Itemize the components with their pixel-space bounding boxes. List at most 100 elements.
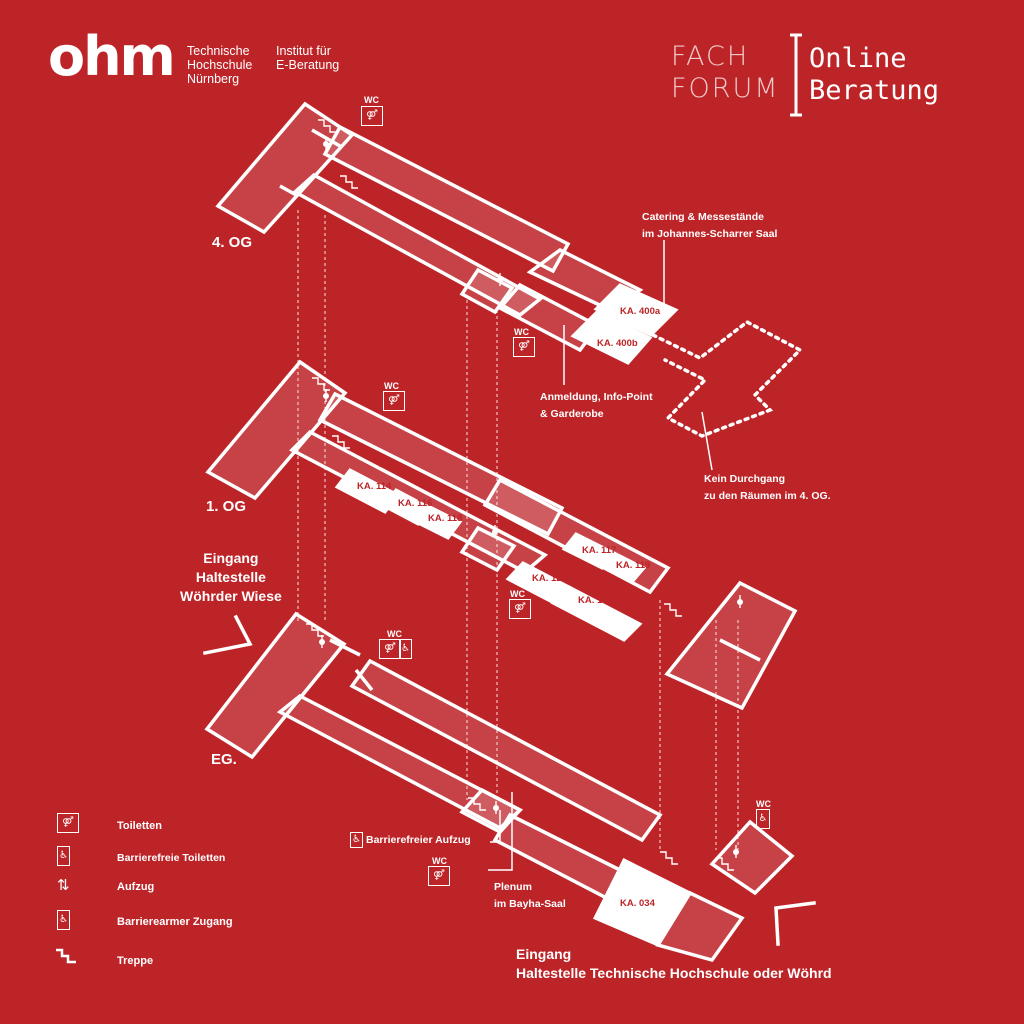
room-ka-400a — [593, 283, 679, 337]
room-ka-118 — [413, 504, 463, 540]
stairs-icon — [56, 948, 76, 964]
university-line-3: Nürnberg — [187, 72, 240, 86]
toilets-icon: ⚤ — [513, 337, 535, 357]
event-bracket-icon — [790, 33, 802, 117]
label-ka-034: KA. 034 — [620, 898, 656, 909]
vertical-connectors — [297, 210, 739, 850]
elevator-icon: ⇅ — [57, 877, 70, 894]
callout-catering-line2: im Johannes-Scharrer Saal — [642, 228, 778, 240]
floor-4og-plan: KA. 400a KA. 400b — [215, 101, 679, 365]
floor-label-1og: 1. OG — [206, 498, 247, 515]
og4-west-wing — [215, 101, 355, 235]
entrance-west-line3: Wöhrder Wiese — [180, 588, 282, 604]
accessible-toilet-icon: ♿ — [399, 639, 412, 659]
callout-plenum-line1: Plenum — [494, 881, 532, 893]
label-ka-119: KA. 119 — [616, 560, 650, 571]
entrance-east-line2: Haltestelle Technische Hochschule oder W… — [516, 965, 832, 981]
og4-south-corridor — [291, 172, 544, 318]
elevator-icon — [319, 137, 743, 858]
floor-1og-plan: KA. 114 KA. 116 KA. 118 KA. 117 KA. 119 … — [205, 359, 798, 711]
legend-stairs: Treppe — [117, 955, 154, 967]
room-ka-130 — [550, 585, 643, 642]
accessible-toilet-icon: ♿ — [756, 809, 770, 829]
entrance-east: Eingang Haltestelle Technische Hochschul… — [516, 945, 832, 983]
label-ka-130: KA. 130 — [578, 595, 613, 606]
university-line-1: Technische — [187, 44, 250, 58]
entrance-west-line1: Eingang — [203, 550, 259, 566]
legend-accessible-toilets: Barrierefreie Toiletten — [117, 852, 226, 864]
east-entrance-arrow — [774, 901, 816, 946]
university-name: Technische Hochschule Nürnberg — [187, 44, 252, 86]
label-ka-116: KA. 116 — [398, 498, 432, 509]
event-online: Online — [809, 43, 907, 74]
callout-kein-durchgang: Kein Durchgang zu den Räumen im 4. OG. — [704, 471, 831, 505]
wc-4og-south-label: WC — [514, 327, 529, 337]
event-fach: FACH — [671, 41, 750, 72]
floor-eg-plan: KA. 034 — [204, 611, 795, 963]
stairs-icon — [340, 175, 358, 189]
callout-leaders — [488, 240, 713, 871]
eg-west-wing — [204, 611, 347, 760]
eg-north-corridor — [349, 658, 663, 843]
callout-aufzug: Barrierefreier Aufzug — [366, 834, 471, 846]
og1-west-wing — [205, 359, 348, 501]
west-entrance-arrow — [202, 614, 253, 656]
room-ka-400b — [570, 310, 653, 365]
stairs-icon — [660, 851, 678, 865]
label-ka-400a: KA. 400a — [620, 306, 661, 317]
room-ka-119 — [597, 550, 647, 584]
legend-toilets: Toiletten — [117, 820, 163, 832]
legend-elevator: Aufzug — [117, 881, 155, 893]
accessible-toilet-icon: ♿ — [57, 846, 70, 866]
toilets-icon: ⚤ — [428, 866, 450, 886]
label-ka-118: KA. 118 — [428, 513, 462, 524]
og4-north-corridor — [322, 124, 571, 274]
entrance-east-line1: Eingang — [516, 946, 572, 962]
label-ka-117: KA. 117 — [582, 545, 616, 556]
label-ka-128: KA. 128 — [532, 573, 567, 584]
floor-label-eg: EG. — [211, 751, 237, 768]
label-ka-114: KA. 114 — [357, 481, 392, 492]
callout-catering: Catering & Messestände im Johannes-Schar… — [642, 209, 777, 243]
toilets-icon: ⚤ — [383, 391, 405, 411]
university-line-2: Hochschule — [187, 58, 253, 72]
toilets-icon: ⚤ — [379, 639, 401, 659]
institute-line-1: Institut für — [276, 44, 331, 58]
callout-plenum-line2: im Bayha-Saal — [494, 898, 566, 910]
scharrer-saal-outline — [651, 319, 803, 438]
institute-line-2: E-Beratung — [276, 58, 340, 72]
accessible-elevator-icon: ♿ — [350, 832, 363, 848]
entrance-west-line2: Haltestelle — [195, 569, 266, 585]
callout-anmeldung-line1: Anmeldung, Info-Point — [540, 391, 653, 403]
event-beratung: Beratung — [809, 75, 940, 106]
ohm-logo: ohm — [48, 25, 176, 88]
stairs-icon — [716, 857, 734, 871]
legend-accessible-entrance: Barrierearmer Zugang — [117, 916, 233, 928]
stairs-icon — [318, 119, 336, 133]
stairs-icon — [664, 603, 682, 617]
floor-label-4og: 4. OG — [212, 234, 253, 251]
event-forum: FORUM — [671, 73, 780, 104]
toilets-icon: ⚤ — [361, 106, 383, 126]
stairs-icon — [306, 623, 324, 637]
institute-name: Institut für E-Beratung — [276, 44, 339, 72]
toilets-icon: ⚤ — [509, 599, 531, 619]
entrance-west: Eingang Haltestelle Wöhrder Wiese — [180, 549, 282, 606]
stairs-icon — [332, 435, 350, 449]
label-ka-400b: KA. 400b — [597, 338, 638, 349]
wc-eg-north-label: WC — [387, 629, 402, 639]
callout-kein-line1: Kein Durchgang — [704, 473, 786, 485]
callout-plenum: Plenum im Bayha-Saal — [494, 879, 566, 913]
callout-anmeldung-line2: & Garderobe — [540, 408, 604, 420]
wc-4og-north-label: WC — [364, 95, 379, 105]
eg-bayha-east — [655, 890, 745, 963]
eg-east-wing — [709, 819, 795, 896]
wc-1og-south-label: WC — [510, 589, 525, 599]
wc-eg-east-label: WC — [756, 799, 771, 809]
wc-eg-south-label: WC — [432, 856, 447, 866]
toilets-icon: ⚤ — [57, 813, 79, 833]
callout-catering-line1: Catering & Messestände — [642, 211, 764, 223]
og1-north-corridor — [317, 391, 565, 537]
stairs-icon — [468, 797, 486, 811]
